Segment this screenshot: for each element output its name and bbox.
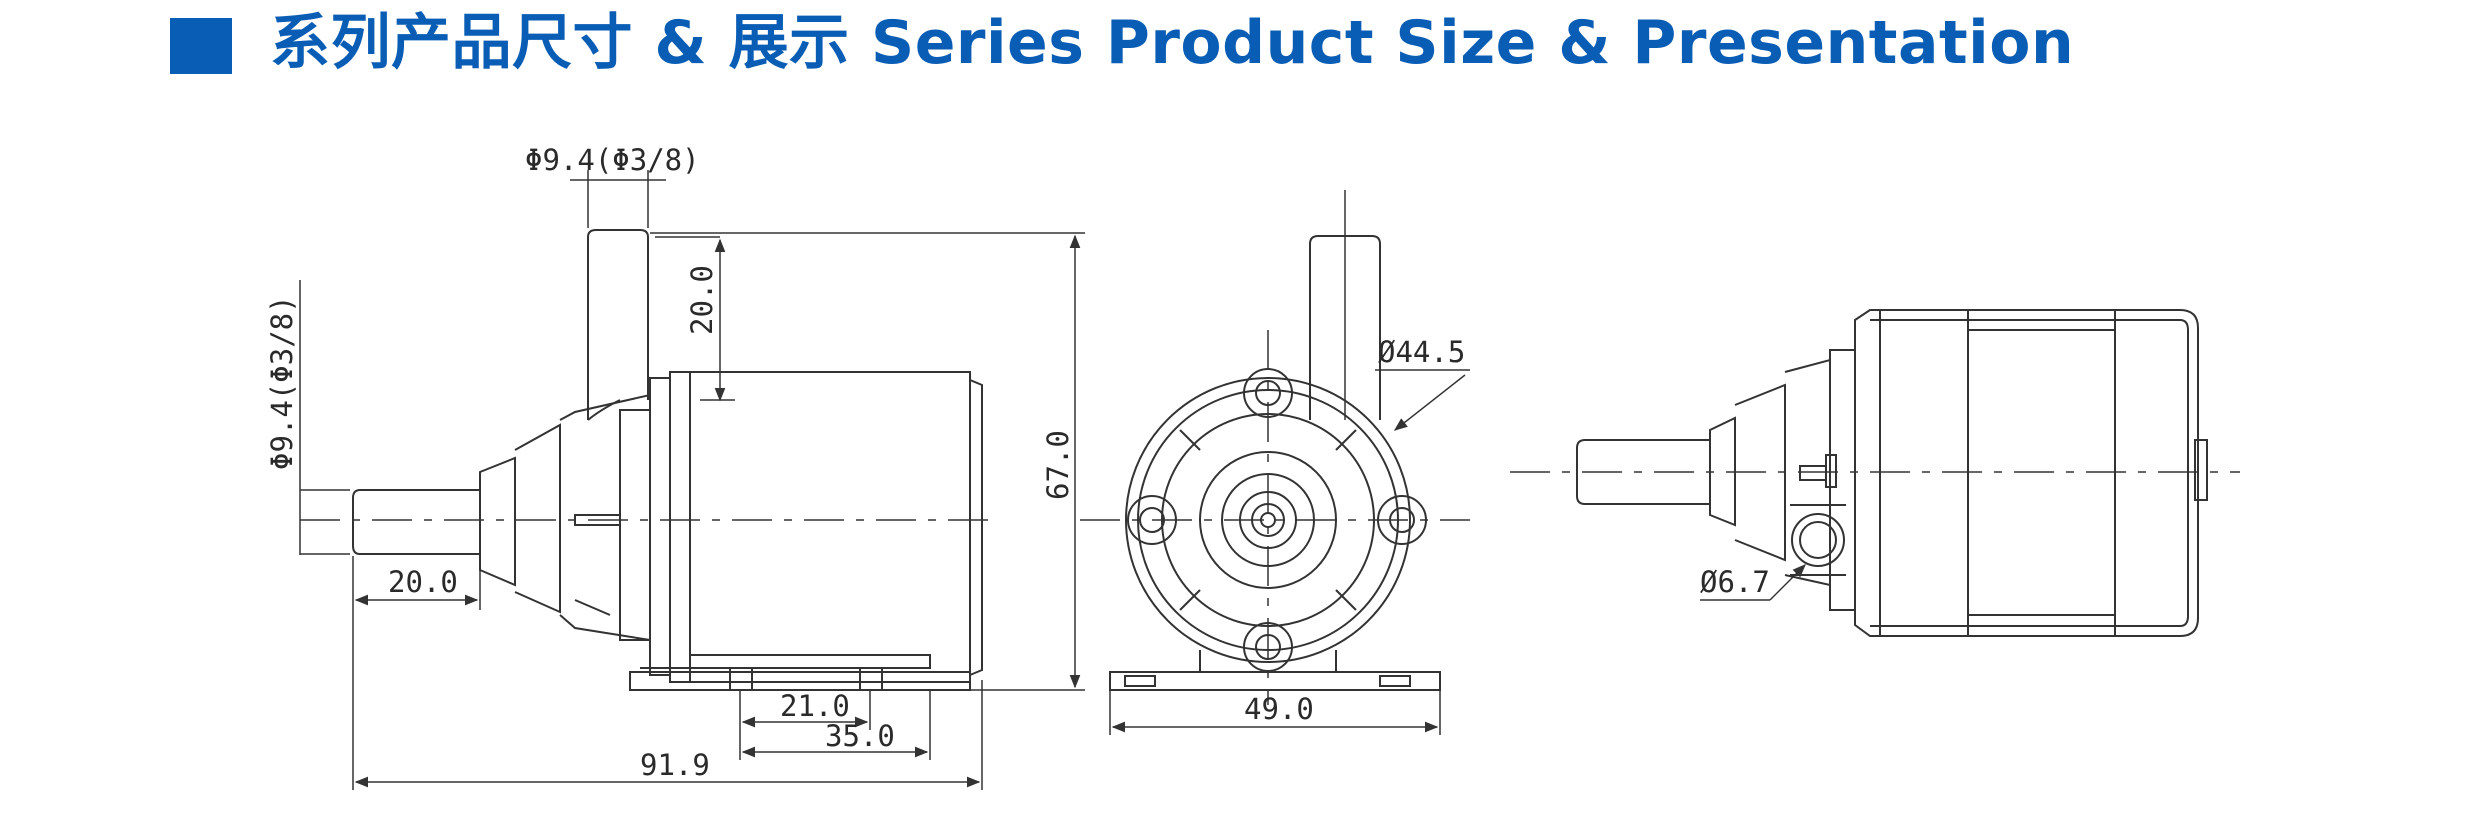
body-diameter-label: Ø44.5 xyxy=(1378,335,1465,369)
base-width-label: 49.0 xyxy=(1244,692,1314,726)
outlet-length-label: 20.0 xyxy=(685,265,719,335)
mount-spacing-inner-label: 21.0 xyxy=(780,689,850,723)
mount-spacing-outer-label: 35.0 xyxy=(825,719,895,753)
section-title: 系列产品尺寸 & 展示 Series Product Size & Presen… xyxy=(270,8,2075,78)
section-header: 系列产品尺寸 & 展示 Series Product Size & Presen… xyxy=(170,0,2370,80)
end-view xyxy=(1510,309,2240,637)
overall-length-label: 91.9 xyxy=(640,748,710,782)
inlet-length-label: 20.0 xyxy=(388,565,458,599)
front-view xyxy=(1080,190,1470,735)
header-square-marker xyxy=(170,18,232,74)
side-port-diameter-label: Ø6.7 xyxy=(1700,565,1770,599)
inlet-diameter-label: Φ9.4(Φ3/8) xyxy=(265,295,299,470)
outlet-diameter-label: Φ9.4(Φ3/8) xyxy=(525,143,700,177)
overall-height-label: 67.0 xyxy=(1041,430,1075,500)
side-view xyxy=(299,170,1085,790)
